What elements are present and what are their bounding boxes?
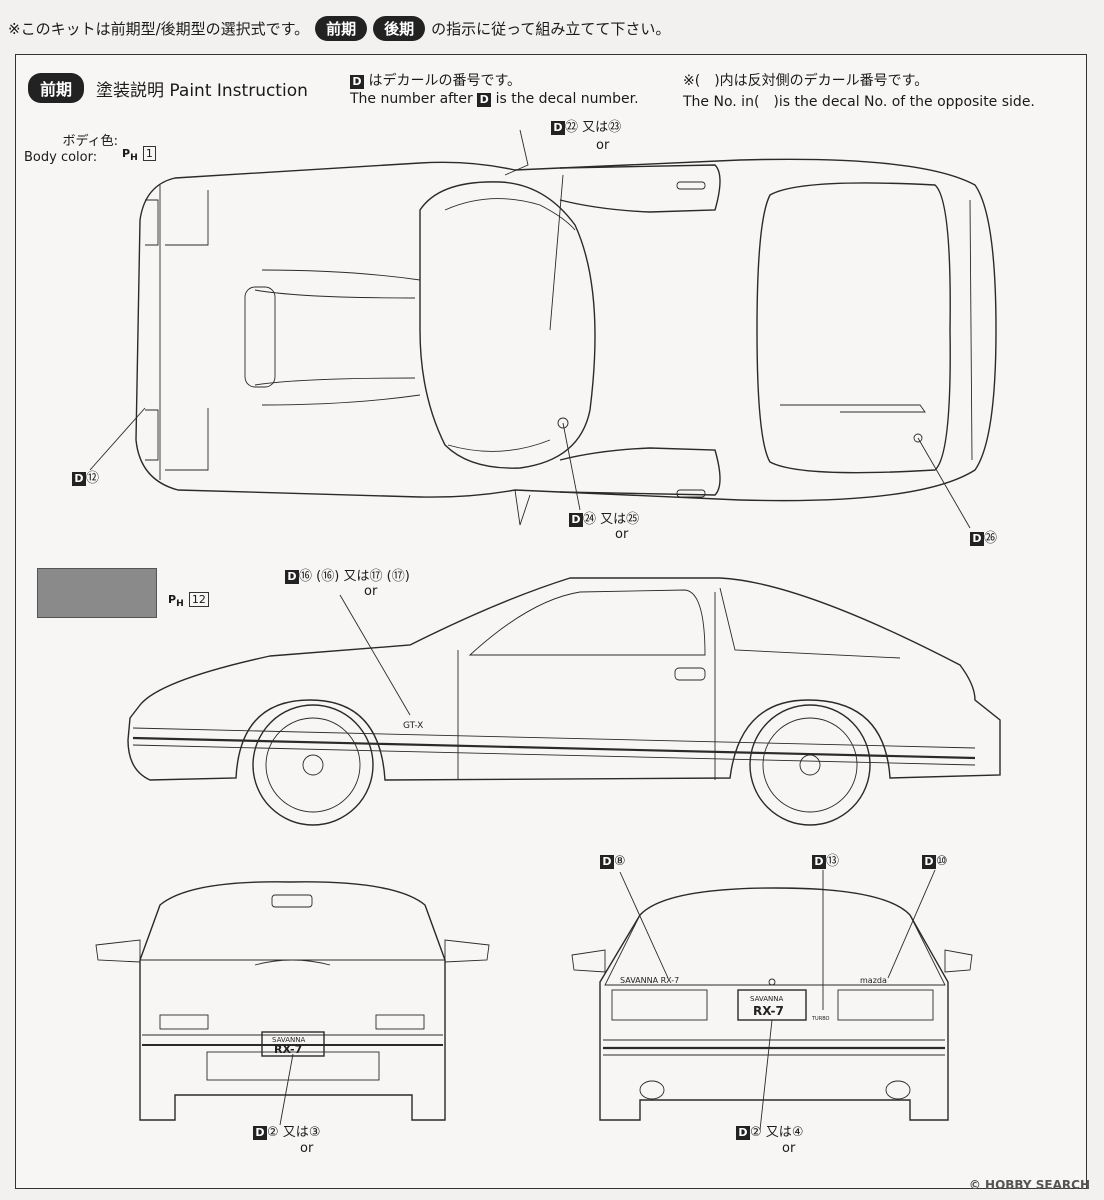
- body-color-paint-code: PH 1: [122, 142, 156, 163]
- decal-d-icon: D: [350, 75, 364, 89]
- rear-rx7-badge: SAVANNA RX-7: [620, 976, 679, 985]
- late-model-pill: 後期: [373, 16, 426, 41]
- decal-d-icon: D: [551, 121, 565, 135]
- rear-wheel: [749, 704, 871, 826]
- rear-mazda-badge: mazda: [860, 976, 887, 985]
- rear-turbo-badge: TURBO: [811, 1016, 830, 1022]
- opposite-note-en: The No. in( )is the decal No. of the opp…: [683, 94, 1035, 110]
- svg-text:SAVANNA: SAVANNA: [750, 995, 784, 1003]
- decal-d-icon: D: [922, 855, 936, 869]
- top-note-text-after: の指示に従って組み立てて下さい。: [431, 20, 671, 38]
- top-instruction-note: ※このキットは前期型/後期型の選択式です。 前期 後期 の指示に従って組み立てて…: [8, 16, 670, 41]
- early-model-pill: 前期: [315, 16, 368, 41]
- opposite-note-jp: ※( )内は反対側のデカール番号です。: [683, 73, 929, 89]
- svg-text:RX-7: RX-7: [753, 1004, 784, 1018]
- gtx-side-badge: GT-X: [403, 721, 423, 731]
- callout-d24-or: or: [615, 527, 629, 542]
- decal-d-icon: D: [736, 1126, 750, 1140]
- car-top-view: [89, 129, 997, 529]
- car-rear-view: SAVANNA RX-7 SAVANNA RX-7 mazda TURBO: [571, 869, 973, 1131]
- header-early-pill: 前期: [28, 73, 85, 103]
- decal-note-en: The number after D is the decal number.: [350, 91, 639, 107]
- decal-d-icon: D: [600, 855, 614, 869]
- header-title: 塗装説明 Paint Instruction: [96, 80, 308, 101]
- paint-number-box: 12: [188, 592, 209, 607]
- body-color-label-en: Body color:: [24, 150, 98, 165]
- decal-d-icon: D: [72, 472, 86, 486]
- paint-number-box: 1: [142, 146, 156, 161]
- paint-instruction-panel: [15, 54, 1087, 1189]
- callout-d2-rear-or: or: [782, 1141, 796, 1156]
- callout-d2-front-or: or: [300, 1141, 314, 1156]
- decal-d-icon: D: [970, 532, 984, 546]
- body-color-label-jp: ボディ色:: [62, 134, 118, 149]
- svg-text:RX-7: RX-7: [274, 1043, 302, 1056]
- car-side-view: GT-X: [127, 577, 1001, 826]
- callout-d16-or: or: [364, 584, 378, 599]
- car-front-view: SAVANNA RX-7: [95, 881, 490, 1126]
- top-note-text-before: ※このキットは前期型/後期型の選択式です。: [8, 20, 310, 38]
- decal-d-icon: D: [253, 1126, 267, 1140]
- decal-d-icon: D: [477, 93, 492, 107]
- decal-note-jp: D はデカールの番号です。: [350, 70, 521, 90]
- decal-d-icon: D: [569, 513, 583, 527]
- decal-d-icon: D: [285, 570, 299, 584]
- callout-d22-or: or: [596, 138, 610, 153]
- paint-color-swatch: [37, 568, 157, 618]
- svg-text:SAVANNA: SAVANNA: [272, 1036, 306, 1044]
- front-wheel: [252, 704, 374, 826]
- panel-header: 前期 塗装説明 Paint Instruction: [28, 73, 308, 103]
- hobby-search-watermark: © HOBBY SEARCH: [968, 1178, 1090, 1192]
- swatch-paint-code: PH 12: [168, 588, 209, 609]
- decal-d-icon: D: [812, 855, 826, 869]
